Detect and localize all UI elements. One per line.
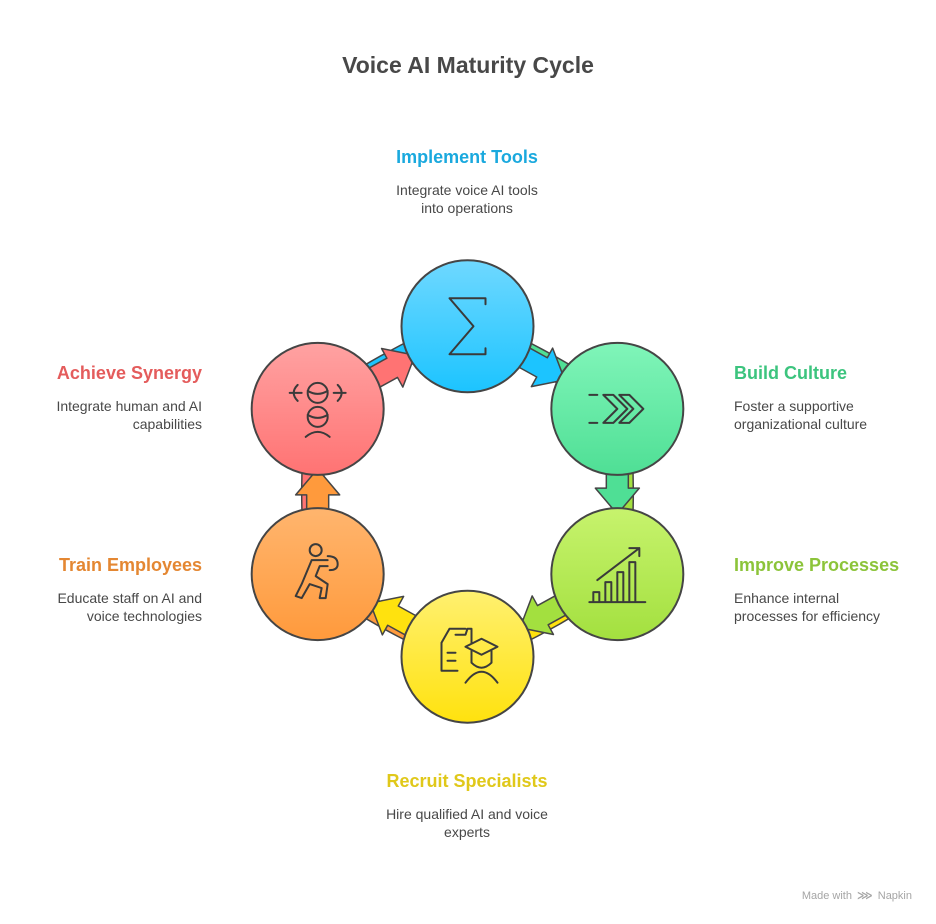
step-recruit-specialists: Recruit Specialists Hire qualified AI an… [347,771,587,841]
boxing-person-icon [294,543,339,600]
step-title: Achieve Synergy [56,363,202,383]
step-description: Hire qualified AI and voice experts [386,806,548,840]
step-description: Integrate human and AI capabilities [56,398,202,432]
step-title: Improve Processes [734,555,900,575]
step-title: Build Culture [734,363,847,383]
step-implement-tools: Implement Tools Integrate voice AI tools… [347,147,587,217]
step-build-culture: Build Culture Foster a supportive organi… [734,363,936,433]
human-ai-brain-icon [288,381,347,438]
step-description: Enhance internal processes for efficienc… [734,590,881,624]
brand-label: Napkin [877,890,912,902]
growth-chart-icon [588,547,647,604]
step-description: Educate staff on AI and voice technologi… [57,590,202,624]
step-description: Integrate voice AI tools into operations [396,182,538,216]
step-improve-processes: Improve Processes Enhance internal proce… [734,555,936,625]
napkin-logo-icon: ⋙ [857,890,873,902]
node-culture [550,341,685,476]
step-description: Foster a supportive organizational cultu… [734,398,868,432]
sigma-icon [448,297,487,356]
footer-credit: Made with ⋙ Napkin [802,889,912,902]
node-implement [400,259,535,394]
node-train [250,507,385,642]
diagram-title: Voice AI Maturity Cycle [342,52,594,78]
node-circle [400,589,535,724]
node-circle [250,341,385,476]
graduate-resume-icon [440,627,499,684]
node-circle [250,507,385,642]
step-title: Train Employees [58,555,202,575]
step-train-employees: Train Employees Educate staff on AI and … [0,555,202,625]
node-recruit [400,589,535,724]
made-with-label: Made with [801,890,852,902]
step-achieve-synergy: Achieve Synergy Integrate human and AI c… [0,363,202,433]
step-title: Implement Tools [396,147,538,167]
cycle-nodes [250,259,685,724]
node-circle [400,259,535,394]
fast-forward-icon [588,393,645,424]
step-title: Recruit Specialists [386,771,548,791]
node-process [550,507,685,642]
node-synergy [250,341,385,476]
